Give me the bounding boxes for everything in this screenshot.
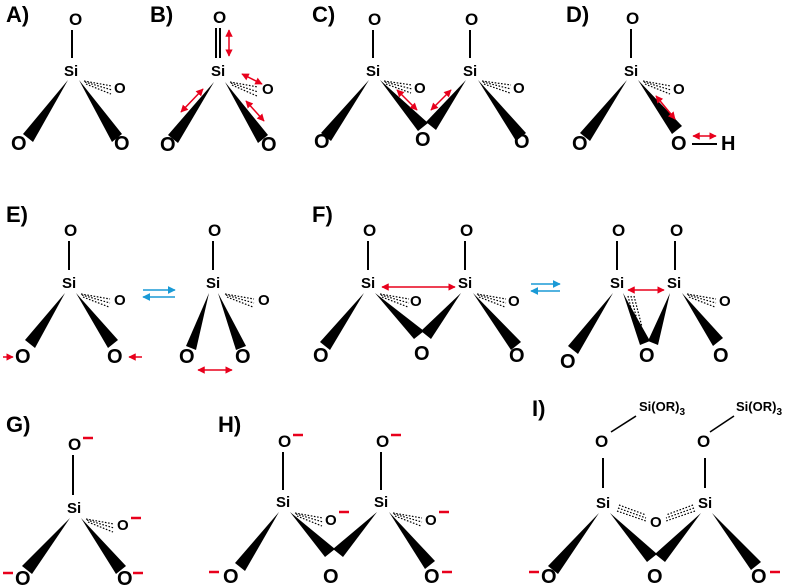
oxygen-left: O [560,351,576,373]
oxygen-bridge: O [323,566,339,588]
panel-h: H) O Si O O Si O O O O [209,412,452,588]
panel-f: F) O Si O O Si O O O O O Si [312,202,731,373]
oxygen-left: O [314,131,330,153]
silicon-atom-left: Si [276,494,290,511]
oxygen-hashed-right: O [508,293,520,310]
oxygen-left: O [223,566,239,588]
panel-label-f: F) [312,202,333,227]
silicon-atom-left: Si [610,275,624,292]
silicon-atom: Si [62,275,76,292]
oxygen-right: O [107,346,123,368]
oxygen-top-left: O [368,10,381,29]
oxygen-hydroxyl: O [671,133,687,155]
oxygen-hashed: O [117,517,129,534]
oxygen-hashed-left: O [414,80,426,97]
oxygen-top-right: O [460,221,473,240]
oxygen-hashed: O [262,81,274,98]
panel-label-e: E) [6,202,28,227]
oxygen-top: O [626,9,639,28]
oxygen-right: O [235,346,251,368]
oxygen-hashed: O [114,292,126,309]
oxygen-left: O [179,346,195,368]
oxygen-top: O [64,221,77,240]
panel-a: A) O Si O O O [6,2,130,155]
panel-label-b: B) [150,2,173,27]
oxygen-bridge: O [639,345,655,367]
silicon-atom: Si [67,500,81,517]
panel-label-a: A) [6,2,29,27]
oxygen-left: O [160,134,176,156]
oxygen-left: O [572,133,588,155]
oxygen-right: O [424,566,440,588]
oxygen-bridge: O [414,343,430,365]
panel-b: B) O Si O O O [150,2,277,156]
panel-label-g: G) [6,412,30,437]
oxygen-hashed-left: O [410,293,422,310]
oxygen-left: O [313,345,329,367]
oxygen-top-right: O [465,10,478,29]
oxygen-right: O [117,568,133,588]
oxygen-right: O [261,134,277,156]
oxygen-top: O [208,221,221,240]
panel-g: G) O Si O O O [3,412,143,588]
hydrogen-atom: H [721,133,735,155]
oxygen-hashed-bridge: O [650,514,662,531]
oxygen-hashed: O [673,81,685,98]
silicon-atom-left: Si [361,275,375,292]
panel-i: I) Si(OR)3 Si(OR)3 O O Si Si O O O O [529,396,782,588]
oxygen-hashed-left: O [325,512,337,529]
silicon-atom-right: Si [698,495,712,512]
silicon-atom-right: Si [458,275,472,292]
siloxy-group-left: Si(OR)3 [639,399,685,418]
silicon-atom: Si [211,63,225,80]
oxygen-hashed: O [114,80,126,97]
silicon-atom-left: Si [596,495,610,512]
siloxy-group-right: Si(OR)3 [736,399,782,418]
oxygen-top-left: O [595,432,608,451]
oxygen-hashed-right: O [513,80,525,97]
oxygen-hashed-right: O [425,512,437,529]
oxygen-top-right: O [376,432,389,451]
panel-c: C) O Si O O Si O O O O [312,2,530,153]
oxygen-right: O [713,345,729,367]
oxygen-top-left: O [612,221,625,240]
oxygen-top: O [69,10,82,29]
panel-e: E) O Si O O O O Si O O O [3,202,270,374]
panel-label-h: H) [218,412,241,437]
silicon-atom: Si [624,63,638,80]
silicon-atom-right: Si [374,494,388,511]
panel-d: D) O Si O O O H [566,2,735,155]
oxygen-bridge: O [415,129,431,151]
oxygen-right: O [114,133,130,155]
oxygen-right: O [514,131,530,153]
oxygen-top: O [213,8,226,27]
oxygen-right: O [751,566,767,588]
panel-label-d: D) [566,2,589,27]
oxygen-left: O [15,568,31,588]
oxygen-top-left: O [278,432,291,451]
oxygen-hashed: O [258,292,270,309]
oxygen-bridge: O [647,566,663,588]
silicon-atom-right: Si [463,63,477,80]
oxygen-left: O [11,133,27,155]
oxygen-hashed-right: O [719,293,731,310]
panel-label-c: C) [312,2,335,27]
silicon-atom-right: Si [667,275,681,292]
oxygen-left: O [15,346,31,368]
oxygen-right: O [509,345,525,367]
oxygen-top-left: O [363,221,376,240]
silicon-atom: Si [206,275,220,292]
silicon-atom-left: Si [366,63,380,80]
oxygen-top-right: O [697,432,710,451]
oxygen-top: O [68,435,81,454]
panel-label-i: I) [532,396,545,421]
oxygen-top-right: O [670,221,683,240]
silicon-atom: Si [64,63,78,80]
oxygen-left: O [541,566,557,588]
